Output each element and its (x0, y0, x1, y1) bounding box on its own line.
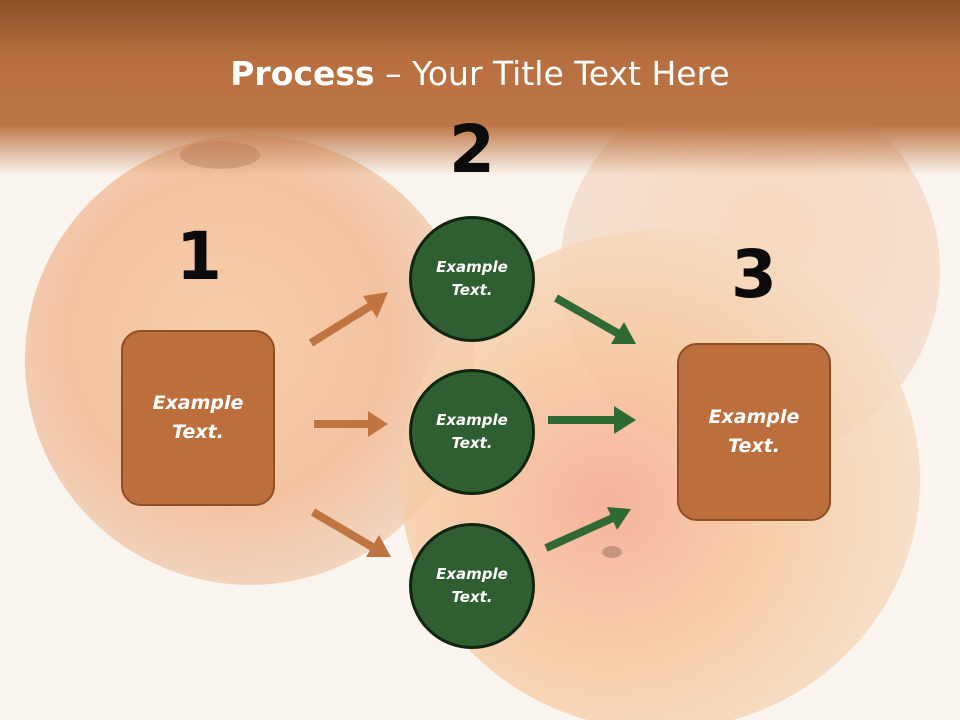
step-2-circle-bottom: Example Text. (409, 523, 535, 649)
arrow-green-up (544, 513, 617, 552)
step-1-box: Example Text. (121, 330, 275, 506)
slide-title: Process – Your Title Text Here (0, 52, 960, 96)
title-bold: Process (230, 54, 375, 93)
arrow-green-up-head (607, 507, 631, 530)
title-bar (0, 0, 960, 175)
arrow-brown-up (308, 301, 375, 347)
arrow-brown-down-head (366, 535, 391, 557)
step-2-circle-top: Example Text. (409, 216, 535, 342)
arrow-brown-down (310, 508, 377, 552)
arrow-green-down (554, 294, 621, 338)
step-3-label: Example Text. (708, 406, 800, 457)
arrow-brown-straight-head (368, 411, 388, 437)
step-number-3: 3 (731, 236, 777, 313)
step-2-bottom-label: Example Text. (436, 565, 508, 606)
step-number-1: 1 (176, 218, 222, 295)
step-3-box: Example Text. (677, 343, 831, 521)
step-2-middle-label: Example Text. (436, 411, 508, 452)
arrow-green-down-head (611, 322, 636, 344)
step-2-top-label: Example Text. (436, 258, 508, 299)
arrow-brown-up-head (363, 292, 388, 318)
arrow-green-straight-head (614, 406, 636, 434)
step-1-label: Example Text. (152, 392, 244, 443)
title-rest: – Your Title Text Here (374, 54, 730, 93)
step-2-circle-middle: Example Text. (409, 369, 535, 495)
step-number-2: 2 (449, 111, 495, 188)
